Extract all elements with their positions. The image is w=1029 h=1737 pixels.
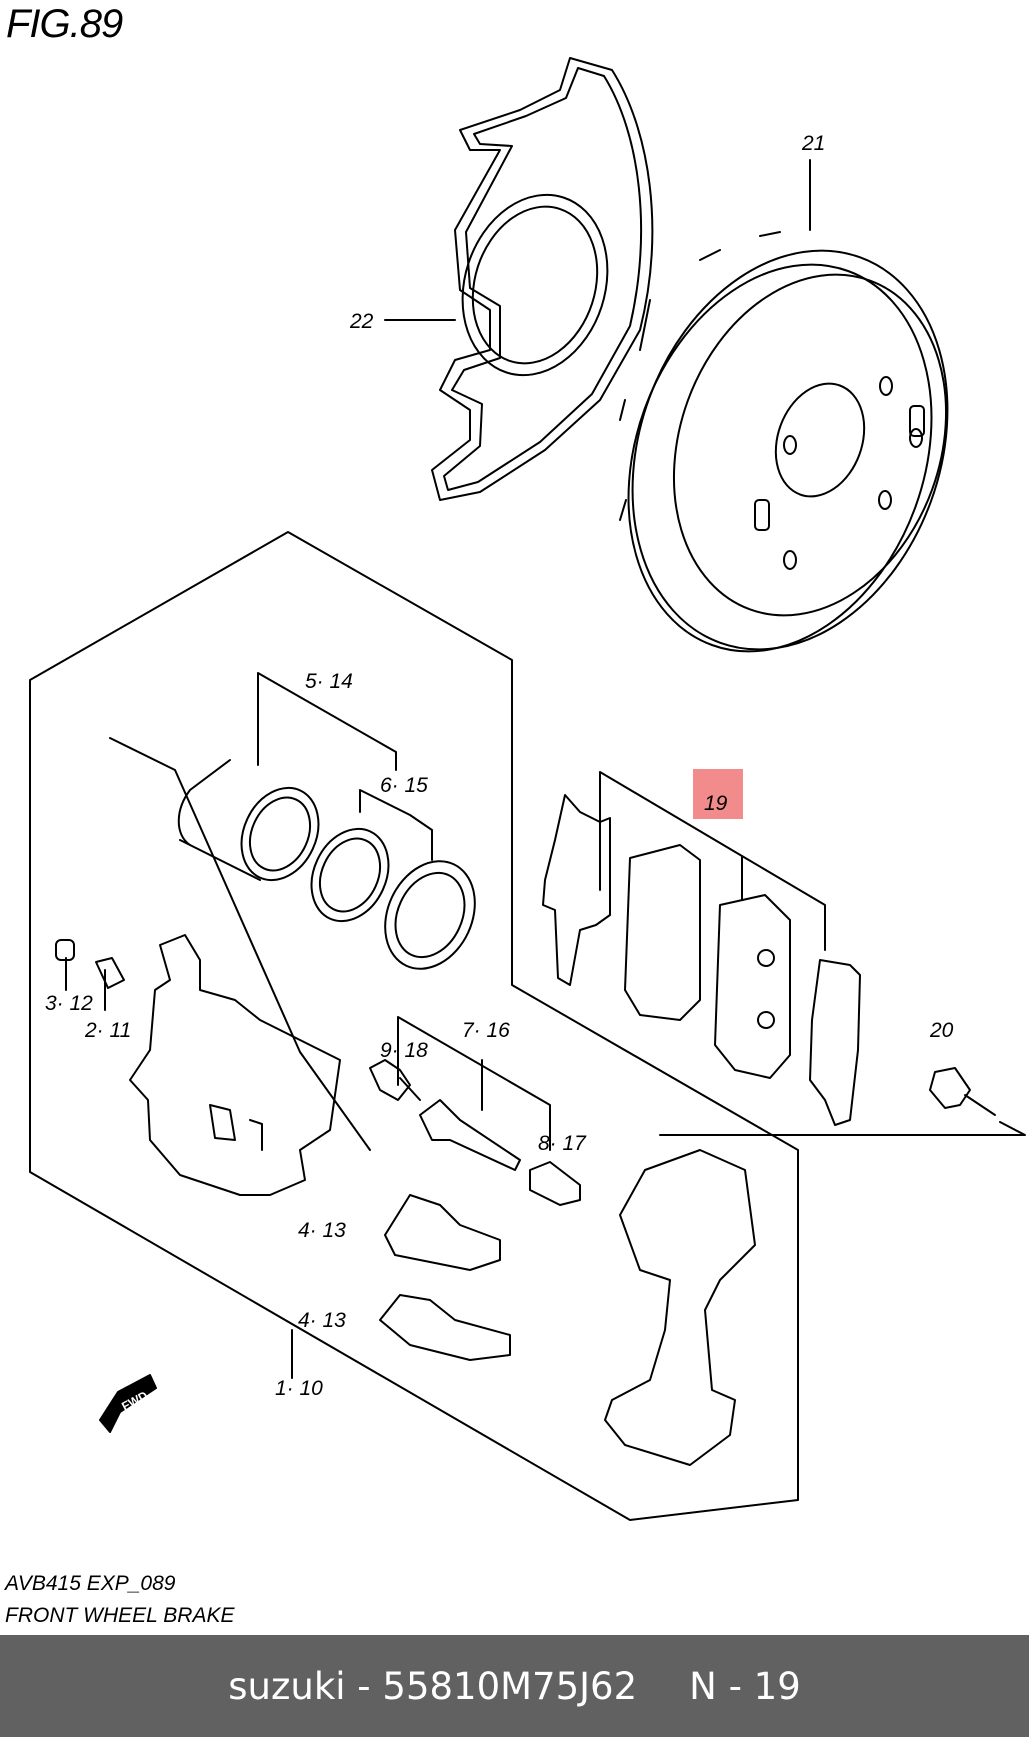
disc-rotor-part-21[interactable] xyxy=(577,206,1001,694)
highlight-box-part-19 xyxy=(693,769,743,819)
seal-part-6-15[interactable] xyxy=(297,816,492,983)
caliper-body-part-1-10[interactable] xyxy=(129,934,341,1196)
label-6-15: 6· 15 xyxy=(380,774,428,797)
label-4-13-lower: 4· 13 xyxy=(298,1309,346,1332)
pad-clip-part-4-13-upper[interactable] xyxy=(384,1194,501,1271)
diagram-code: AVB415 EXP_089 xyxy=(5,1572,176,1595)
boot-part-8-17[interactable] xyxy=(529,1161,581,1206)
label-21: 21 xyxy=(801,132,825,155)
label-1-10: 1· 10 xyxy=(275,1377,323,1400)
label-22: 22 xyxy=(349,310,374,333)
figure-title: FIG.89 xyxy=(6,2,123,46)
caliper-bracket[interactable] xyxy=(604,1149,756,1466)
label-20: 20 xyxy=(929,1019,954,1042)
bolt-part-9-18[interactable] xyxy=(369,1059,421,1101)
bleeder-part-3-12[interactable] xyxy=(55,939,75,961)
caliper-assembly-outline xyxy=(29,531,799,1521)
label-8-17: 8· 17 xyxy=(538,1132,587,1155)
label-7-16: 7· 16 xyxy=(462,1019,510,1042)
label-9-18: 9· 18 xyxy=(380,1039,428,1062)
label-2-11: 2· 11 xyxy=(84,1019,131,1042)
guide-pin-part-7-16[interactable] xyxy=(419,1099,521,1171)
bolt-part-20[interactable] xyxy=(929,1067,996,1116)
footer-part-number: suzuki - 55810M75J62 xyxy=(228,1664,638,1708)
label-5-14: 5· 14 xyxy=(305,670,353,693)
footer-bar: suzuki - 55810M75J62 N - 19 xyxy=(0,1635,1029,1737)
dust-shield-part-22[interactable] xyxy=(431,57,654,501)
diagram-title: FRONT WHEEL BRAKE xyxy=(5,1604,235,1627)
brake-pad-part-19[interactable] xyxy=(624,844,791,1079)
forward-arrow xyxy=(99,1374,157,1433)
pad-shim-outer[interactable] xyxy=(809,959,861,1126)
exploded-diagram: 22 21 5· 14 6· 15 19 3· 12 2· 11 9· 18 7… xyxy=(29,57,1026,1521)
label-3-12: 3· 12 xyxy=(45,992,93,1015)
footer-ref: N - 19 xyxy=(689,1664,801,1708)
label-19: 19 xyxy=(704,792,728,815)
label-4-13-upper: 4· 13 xyxy=(298,1219,346,1242)
piston-part-5-14[interactable] xyxy=(177,759,333,893)
pad-shim-inner[interactable] xyxy=(542,794,611,986)
bleeder-screw-part-2-11[interactable] xyxy=(95,957,125,989)
pad-clip-part-4-13-lower[interactable] xyxy=(379,1294,511,1361)
